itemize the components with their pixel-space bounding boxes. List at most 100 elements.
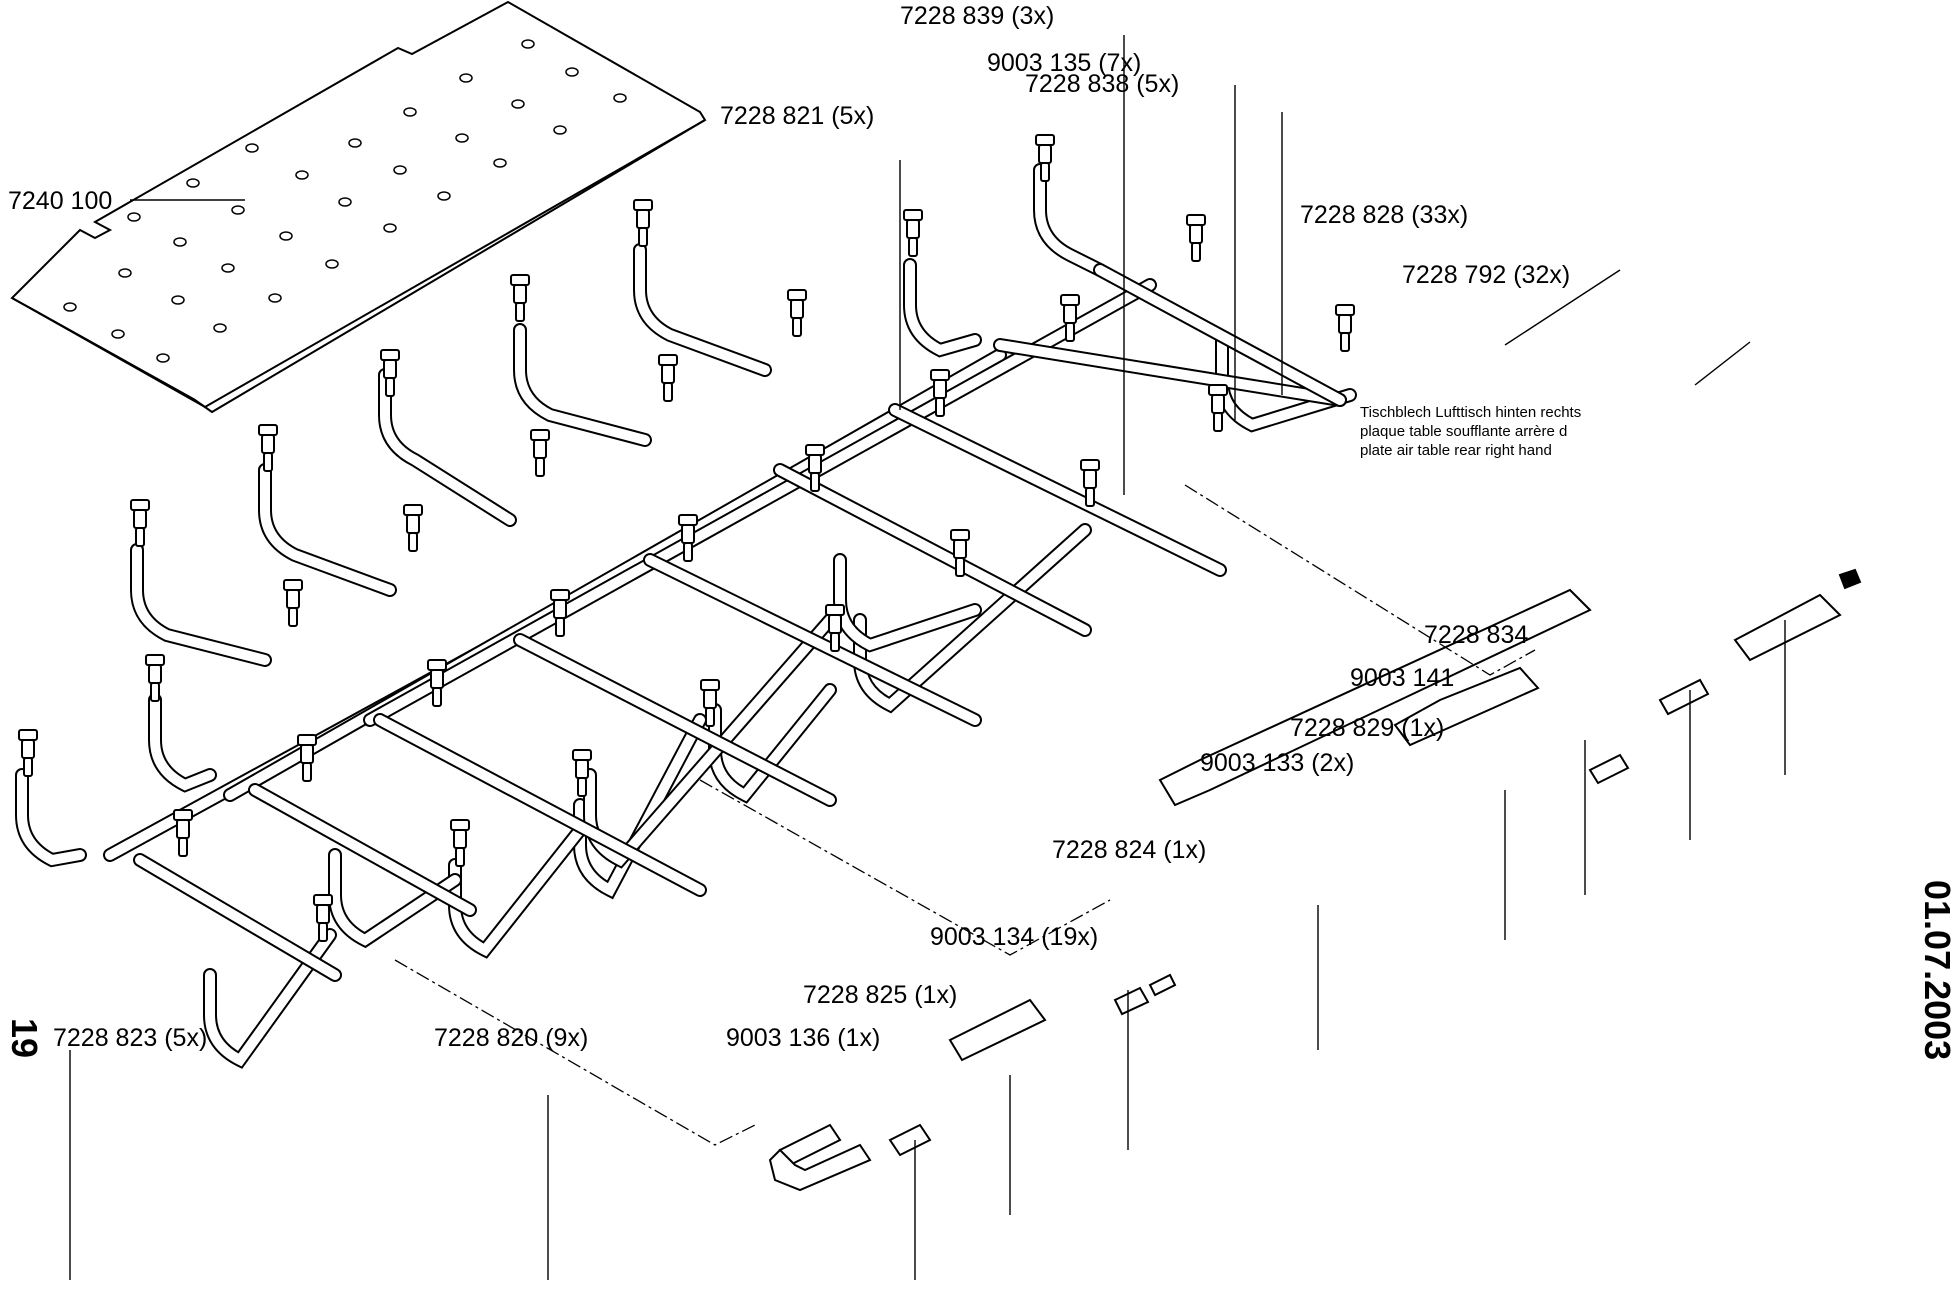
branch-pipe <box>135 855 340 980</box>
reference-dash-lines <box>394 484 1536 1146</box>
nozzle-body <box>1338 314 1352 334</box>
nozzle-nut <box>130 499 150 511</box>
nozzle-icon <box>173 809 193 857</box>
nozzle-barb <box>288 607 298 627</box>
document-date-code: 01.07.2003 <box>1917 880 1957 1061</box>
main-feed-pipes <box>768 568 1862 1192</box>
nozzle-barb <box>683 542 693 562</box>
plate-hole <box>613 93 627 103</box>
nozzle-barb <box>705 707 715 727</box>
plate-holes <box>63 39 627 363</box>
nozzle-icon <box>1186 214 1206 262</box>
branch-pipe <box>995 340 1345 405</box>
nozzle-nut <box>450 819 470 831</box>
nozzle-icon <box>658 354 678 402</box>
nozzle-nut <box>787 289 807 301</box>
nozzle-nut <box>1186 214 1206 226</box>
plate-hole <box>245 143 259 153</box>
plate-hole <box>279 231 293 241</box>
nozzle-body <box>406 514 420 534</box>
nozzle-barb <box>432 687 442 707</box>
label-tee-135: 9003 135 (7x) <box>987 49 1142 77</box>
branch-pipe <box>1095 265 1345 405</box>
label-nozzle-792: 7228 792 (32x) <box>1402 261 1571 289</box>
nozzle-barb <box>638 227 648 247</box>
nozzle-nut <box>380 349 400 361</box>
nozzle-nut <box>403 504 423 516</box>
nozzle-barb <box>1213 412 1223 432</box>
elbow-pipe <box>380 370 515 525</box>
plate-hole <box>459 73 473 83</box>
label-tee-133: 9003 133 (2x) <box>1200 749 1355 777</box>
nozzle-barb <box>263 452 273 472</box>
nozzle-barb <box>318 922 328 942</box>
nozzle-barb <box>1191 242 1201 262</box>
elbow-pipe <box>1035 165 1105 275</box>
nozzle-icon <box>1035 134 1055 182</box>
nozzle-icon <box>805 444 825 492</box>
note-line-english: plate air table rear right hand <box>1360 442 1552 459</box>
nozzle-body <box>1211 394 1225 414</box>
plate-hole <box>348 138 362 148</box>
nozzle-body <box>1063 304 1077 324</box>
nozzle-nut <box>1060 294 1080 306</box>
plate-description-note: Tischblech Lufttisch hinten rechts plaqu… <box>1360 403 1617 460</box>
plate-hole <box>127 212 141 222</box>
label-pipe-829: 7228 829 (1x) <box>1290 714 1445 742</box>
air-table-plate <box>10 0 707 414</box>
pipe-network <box>15 163 1357 1069</box>
label-elbow-821: 7228 821 (5x) <box>720 102 875 130</box>
nozzle-body <box>1189 224 1203 244</box>
nozzle-body <box>430 669 444 689</box>
nozzle-barb <box>830 632 840 652</box>
plate-hole <box>173 237 187 247</box>
plate-hole <box>231 205 245 215</box>
nozzle-icon <box>450 819 470 867</box>
elbow-pipe <box>150 695 215 791</box>
plate-hole <box>221 263 235 273</box>
nozzle-icon <box>633 199 653 247</box>
nozzle-nut <box>1208 384 1228 396</box>
nozzle-barb <box>1085 487 1095 507</box>
nozzle-barb <box>663 382 673 402</box>
nozzle-nut <box>930 369 950 381</box>
nozzle-icon <box>283 579 303 627</box>
nozzle-barb <box>810 472 820 492</box>
nozzle-nut <box>678 514 698 526</box>
nozzle-body <box>681 524 695 544</box>
label-pipe-839: 7228 839 (3x) <box>900 2 1055 30</box>
nozzle-body <box>953 539 967 559</box>
nozzle-icon <box>1335 304 1355 352</box>
nozzle-icon <box>825 604 845 652</box>
plate-hole <box>437 191 451 201</box>
nozzle-nut <box>145 654 165 666</box>
nozzle-body <box>261 434 275 454</box>
label-tube-828: 7228 828 (33x) <box>1300 201 1469 229</box>
nozzle-icon <box>1080 459 1100 507</box>
plate-hole <box>118 268 132 278</box>
nozzle-icon <box>530 429 550 477</box>
nozzle-body <box>316 904 330 924</box>
plate-hole <box>338 197 352 207</box>
nozzle-icon <box>950 529 970 577</box>
nozzle-body <box>828 614 842 634</box>
nozzle-barb <box>135 527 145 547</box>
nozzle-body <box>553 599 567 619</box>
nozzle-icon <box>1060 294 1080 342</box>
nozzle-nut <box>173 809 193 821</box>
elbow-pipe <box>635 245 770 375</box>
nozzle-body <box>533 439 547 459</box>
nozzle-icon <box>258 424 278 472</box>
label-pipe-838: 7228 838 (5x) <box>1025 70 1180 98</box>
label-connector-136: 9003 136 (1x) <box>726 1024 881 1052</box>
nozzle-icon <box>572 749 592 797</box>
page-number: 19 <box>4 1018 45 1059</box>
label-connector-134: 9003 134 (19x) <box>930 923 1099 951</box>
nozzle-barb <box>535 457 545 477</box>
plate-hole <box>521 39 535 49</box>
nozzle-barb <box>955 557 965 577</box>
plate-hole <box>511 99 525 109</box>
nozzle-body <box>513 284 527 304</box>
nozzle-nut <box>510 274 530 286</box>
